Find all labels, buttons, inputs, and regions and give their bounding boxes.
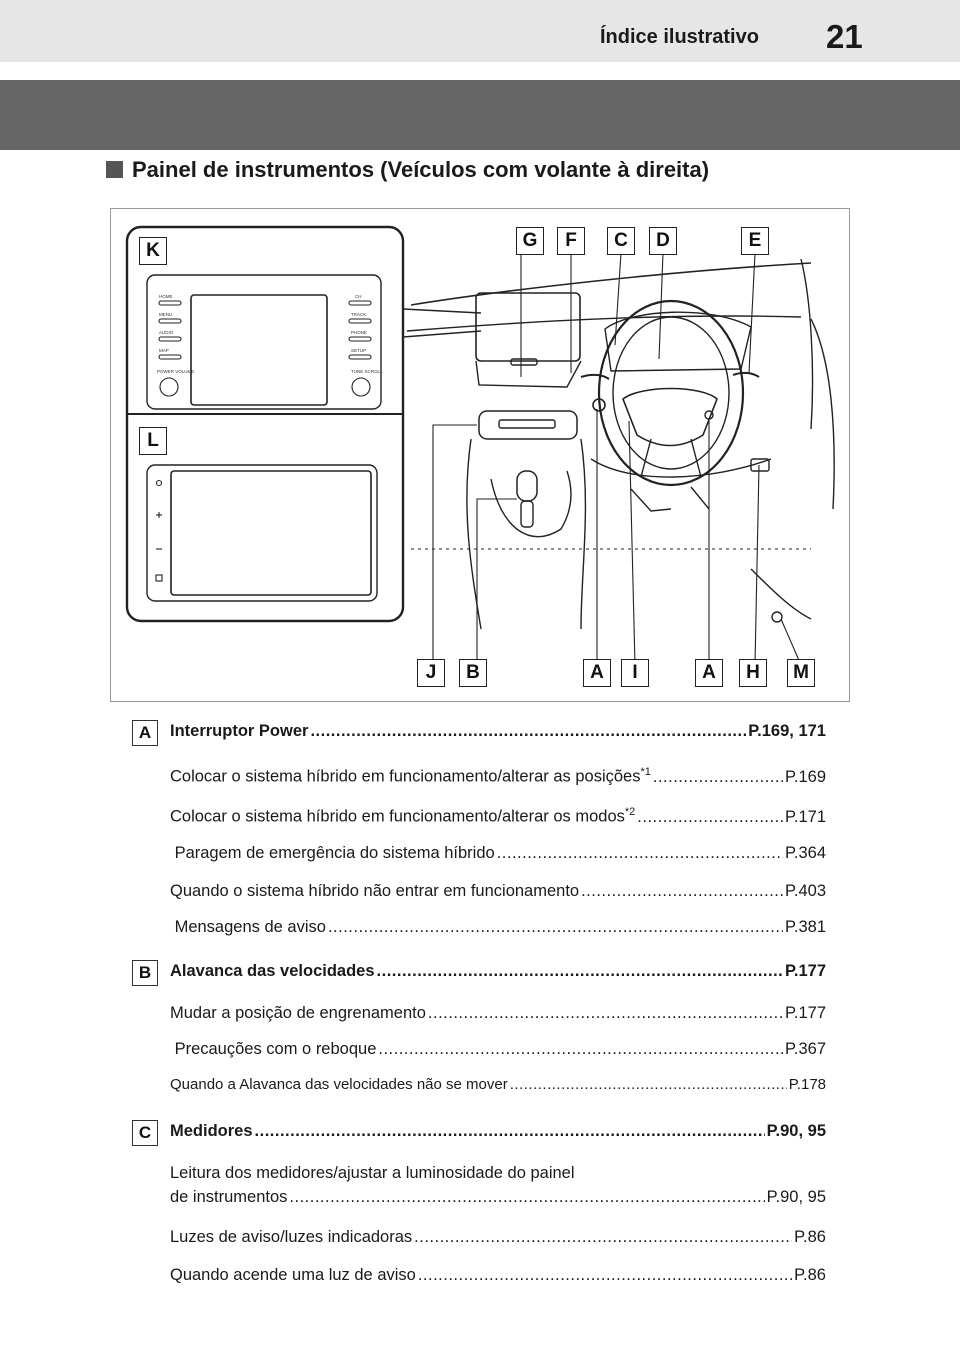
entry-c-item: de instrumentosP.90, 95 bbox=[170, 1188, 826, 1212]
entry-c-item: Quando acende uma luz de avisoP.86 bbox=[170, 1266, 826, 1290]
button-label-phone: PHONE bbox=[351, 330, 367, 335]
steering-wheel-inner bbox=[612, 316, 730, 470]
button-label-map: MAP bbox=[159, 348, 169, 353]
power-switch bbox=[592, 398, 606, 412]
entry-a-item: Paragem de emergência do sistema híbrido… bbox=[170, 844, 826, 868]
footnote-mark: *1 bbox=[640, 766, 651, 778]
fuel-opener bbox=[771, 611, 783, 623]
callout-b: B bbox=[459, 659, 487, 687]
inset-panel-outline bbox=[125, 225, 405, 623]
door-edge bbox=[810, 318, 835, 510]
side-switch bbox=[704, 410, 714, 420]
audio-unit-right-buttons bbox=[348, 300, 372, 397]
button-label-home: HOME bbox=[159, 294, 173, 299]
climate-display bbox=[498, 419, 556, 429]
brake-pedal bbox=[630, 488, 672, 512]
entry-a-item: Quando o sistema híbrido não entrar em f… bbox=[170, 882, 826, 906]
shift-lever-stem bbox=[520, 500, 534, 528]
door-sill bbox=[750, 568, 812, 620]
page-number: 21 bbox=[826, 18, 863, 55]
button-label-power-volume: POWER VOLUME bbox=[157, 369, 194, 374]
entry-c-title: Medidores bbox=[170, 1122, 253, 1140]
display-unit-screen bbox=[170, 470, 372, 596]
callout-k: K bbox=[139, 237, 167, 265]
audio-unit-screen bbox=[190, 294, 328, 406]
entry-b-item: Mudar a posição de engrenamentoP.177 bbox=[170, 1004, 826, 1028]
console-top bbox=[475, 360, 582, 388]
entry-a-title: Interruptor Power bbox=[170, 722, 309, 740]
callout-e: E bbox=[741, 227, 769, 255]
chapter-band bbox=[0, 80, 960, 150]
button-label-setup: SETUP bbox=[351, 348, 366, 353]
section-title-text: Painel de instrumentos (Veículos com vol… bbox=[132, 157, 710, 182]
entry-c-item: Luzes de aviso/luzes indicadorasP.86 bbox=[170, 1228, 826, 1252]
button-label-tune-scroll: TUNE SCROLL bbox=[351, 369, 383, 374]
header-section-title: Índice ilustrativo bbox=[600, 26, 759, 48]
display-unit-side-icons bbox=[155, 479, 163, 582]
shift-lever-knob bbox=[516, 470, 538, 502]
climate-panel bbox=[478, 410, 578, 440]
right-stalk bbox=[732, 371, 760, 378]
entry-a-title-line: Interruptor Power P.169, 171 bbox=[170, 722, 826, 746]
audio-unit-left-buttons bbox=[158, 300, 182, 397]
callout-l: L bbox=[139, 427, 167, 455]
steering-spokes bbox=[640, 438, 702, 478]
button-label-ch: CH bbox=[355, 294, 362, 299]
callout-f: F bbox=[557, 227, 585, 255]
entry-c-title-line: Medidores P.90, 95 bbox=[170, 1122, 826, 1146]
entry-c-page: P.90, 95 bbox=[766, 1122, 826, 1140]
square-bullet-icon bbox=[106, 161, 123, 178]
entry-a-item: Colocar o sistema híbrido em funcionamen… bbox=[170, 806, 826, 830]
button-label-audio: AUDIO bbox=[159, 330, 174, 335]
steering-wheel-rim bbox=[597, 299, 745, 487]
centre-screen bbox=[475, 292, 581, 362]
entry-a-item: Colocar o sistema híbrido em funcionamen… bbox=[170, 766, 826, 790]
accelerator-pedal bbox=[690, 486, 710, 510]
zoom-line-upper bbox=[402, 308, 482, 314]
callout-d: D bbox=[649, 227, 677, 255]
audio-unit-body bbox=[146, 274, 382, 410]
button-label-menu: MENU bbox=[159, 312, 172, 317]
entry-c-item: Leitura dos medidores/ajustar a luminosi… bbox=[170, 1164, 575, 1182]
dashboard-line-drawing: HOME MENU AUDIO MAP POWER VOLUME CH TRAC… bbox=[125, 225, 835, 666]
entry-label-b: B bbox=[132, 960, 158, 986]
callout-m: M bbox=[787, 659, 815, 687]
console-right-edge bbox=[580, 438, 587, 630]
footnote-mark: *2 bbox=[624, 806, 636, 818]
entry-label-c: C bbox=[132, 1120, 158, 1146]
hood-release bbox=[750, 458, 770, 472]
entry-a-page: P.169, 171 bbox=[748, 722, 826, 740]
callout-i: I bbox=[621, 659, 649, 687]
callout-c: C bbox=[607, 227, 635, 255]
button-label-track: TRACK bbox=[351, 312, 366, 317]
callout-j: J bbox=[417, 659, 445, 687]
entry-a-item: Mensagens de avisoP.381 bbox=[170, 918, 826, 942]
callout-h: H bbox=[739, 659, 767, 687]
callout-a-power: A bbox=[583, 659, 611, 687]
console-left-edge bbox=[466, 438, 482, 630]
entry-b-title: Alavanca das velocidades bbox=[170, 962, 375, 980]
display-unit-body bbox=[146, 464, 378, 602]
zoom-line-lower bbox=[402, 330, 482, 338]
dashboard-illustration: HOME MENU AUDIO MAP POWER VOLUME CH TRAC… bbox=[110, 208, 850, 702]
callout-leaders bbox=[432, 252, 802, 666]
a-pillar bbox=[800, 258, 814, 430]
section-title: Painel de instrumentos (Veículos com vol… bbox=[106, 157, 866, 189]
entry-b-item: Quando a Alavanca das velocidades não se… bbox=[170, 1076, 826, 1100]
screen-knob bbox=[510, 358, 538, 366]
entry-b-title-line: Alavanca das velocidades P.177 bbox=[170, 962, 826, 986]
shifter-surround bbox=[490, 470, 572, 538]
left-stalk bbox=[580, 373, 610, 380]
dash-top-line bbox=[410, 262, 812, 306]
entry-label-a: A bbox=[132, 720, 158, 746]
dash-lower-line bbox=[406, 315, 802, 332]
callout-g: G bbox=[516, 227, 544, 255]
entry-b-page: P.177 bbox=[785, 962, 826, 980]
header-band bbox=[0, 0, 960, 62]
entry-b-item: Precauções com o reboqueP.367 bbox=[170, 1040, 826, 1064]
lower-dash bbox=[590, 458, 772, 478]
callout-a-switch: A bbox=[695, 659, 723, 687]
steering-hub bbox=[622, 387, 718, 447]
